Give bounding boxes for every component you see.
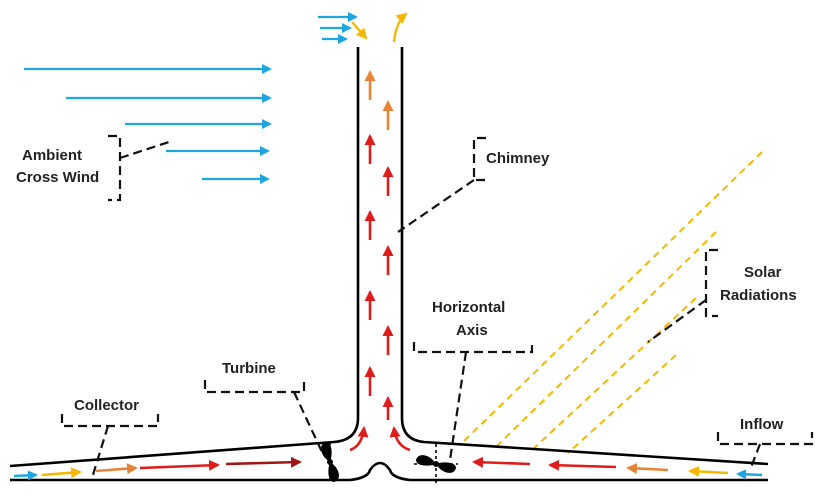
exhaust-arrow-icon (392, 12, 408, 43)
chimney-leader (397, 179, 475, 233)
chimney-left-wall (9, 47, 360, 468)
arrow-left-icon (736, 469, 763, 480)
chimney-right-wall (400, 47, 769, 466)
collector-arrows-right (472, 456, 763, 480)
propeller-icon (321, 442, 339, 484)
solar-label-line2: Radiations (720, 287, 797, 304)
horizontal-label-line1: Horizontal (432, 299, 505, 316)
collector-bracket (60, 414, 160, 428)
arrow-left-icon (472, 456, 531, 468)
turning-arrow-icon (389, 426, 411, 452)
chimney-bracket (472, 136, 486, 182)
exhaust-arrow-icon (351, 21, 368, 40)
horizontal-label-line2: Axis (456, 322, 488, 339)
solar-ray (461, 151, 763, 444)
solar-radiation-rays (461, 151, 763, 454)
arrow-right-icon (95, 463, 138, 475)
solar-leader (647, 299, 707, 343)
propeller-icon (414, 444, 458, 484)
solar-label-line1: Solar (744, 264, 782, 281)
solar-bracket (704, 248, 718, 318)
ambient-label-line1: Ambient (22, 147, 82, 164)
exhaust-arrows (351, 12, 408, 43)
horizontal-axis-callout: Horizontal Axis (412, 299, 534, 461)
ambient-label-line2: Cross Wind (16, 169, 99, 186)
collector-label: Collector (74, 397, 139, 414)
ambient-leader (119, 139, 173, 160)
inflow-bracket (716, 432, 814, 446)
arrow-right-icon (139, 459, 220, 471)
horizontal-leader (448, 351, 468, 461)
arrow-left-icon (626, 462, 669, 474)
arrow-left-icon (548, 459, 617, 471)
arrow-right-icon (13, 470, 38, 481)
collector-callout: Collector (60, 397, 160, 479)
inflow-callout: Inflow (716, 416, 814, 471)
turbine-label: Turbine (222, 360, 276, 377)
chimney-callout: Chimney (397, 136, 550, 233)
chimney-label: Chimney (486, 150, 550, 167)
inflow-label: Inflow (740, 416, 784, 433)
turbine-leader (293, 391, 323, 453)
solar-ray (496, 231, 717, 447)
arrow-right-icon (41, 467, 82, 479)
collector-arrows-left (13, 456, 302, 481)
solar-ray (531, 297, 697, 451)
inflow-leader (748, 443, 762, 471)
ambient-cross-wind-callout: Ambient Cross Wind (16, 134, 173, 202)
solar-radiations-callout: Solar Radiations (647, 248, 797, 343)
ground-line (10, 461, 768, 482)
updraft-arrows (349, 70, 411, 452)
chimney-structure (9, 47, 769, 482)
ambient-bracket (108, 134, 122, 202)
collector-leader (90, 425, 110, 479)
turbine-callout: Turbine (203, 360, 323, 453)
turbine-bracket (203, 380, 306, 394)
horizontal-bracket (412, 342, 534, 354)
arrow-right-icon (225, 456, 302, 468)
cross-wind-arrows (24, 12, 358, 184)
arrow-left-icon (688, 465, 729, 477)
turning-arrow-icon (349, 426, 369, 452)
solar-ray (567, 354, 677, 454)
